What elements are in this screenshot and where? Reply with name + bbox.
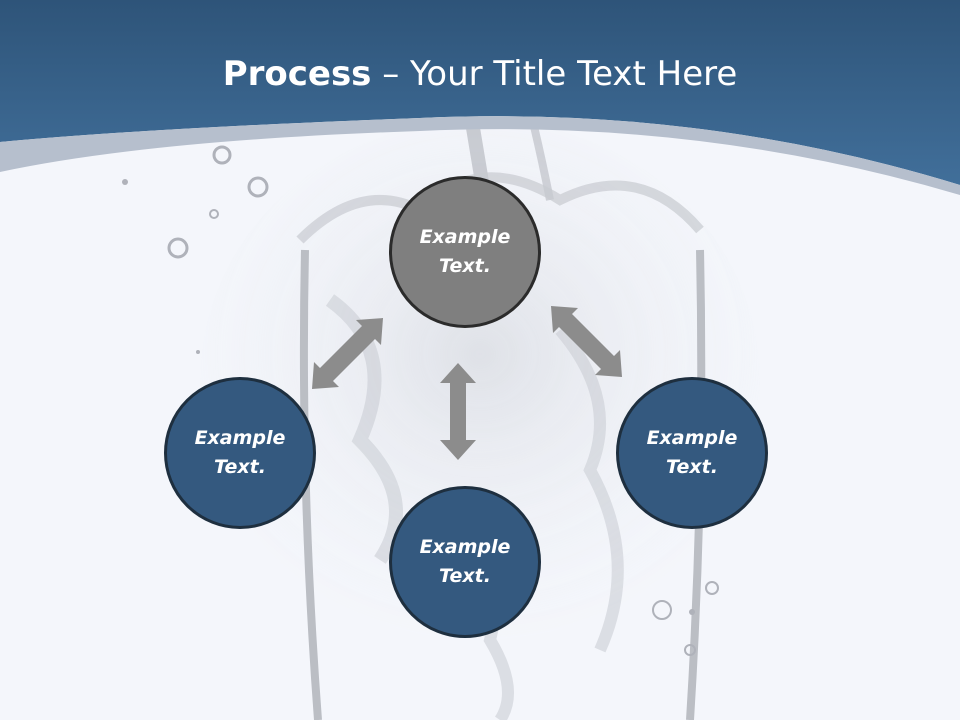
arrow-top-right xyxy=(551,306,622,377)
node-right-text: Example Text. xyxy=(646,427,738,478)
node-right: Example Text. xyxy=(616,377,768,529)
node-left-text: Example Text. xyxy=(194,427,286,478)
slide-title: Process – Your Title Text Here xyxy=(0,50,960,98)
node-bottom-text: Example Text. xyxy=(419,536,511,587)
node-top: Example Text. xyxy=(389,176,541,328)
node-left: Example Text. xyxy=(164,377,316,529)
title-rest: – Your Title Text Here xyxy=(371,54,738,94)
header-band xyxy=(0,0,960,185)
arrow-top-left xyxy=(312,318,383,389)
header-arc xyxy=(0,116,960,195)
title-bold: Process xyxy=(222,54,372,94)
node-bottom: Example Text. xyxy=(389,486,541,638)
node-top-text: Example Text. xyxy=(419,226,511,277)
arrow-vertical xyxy=(440,363,476,460)
